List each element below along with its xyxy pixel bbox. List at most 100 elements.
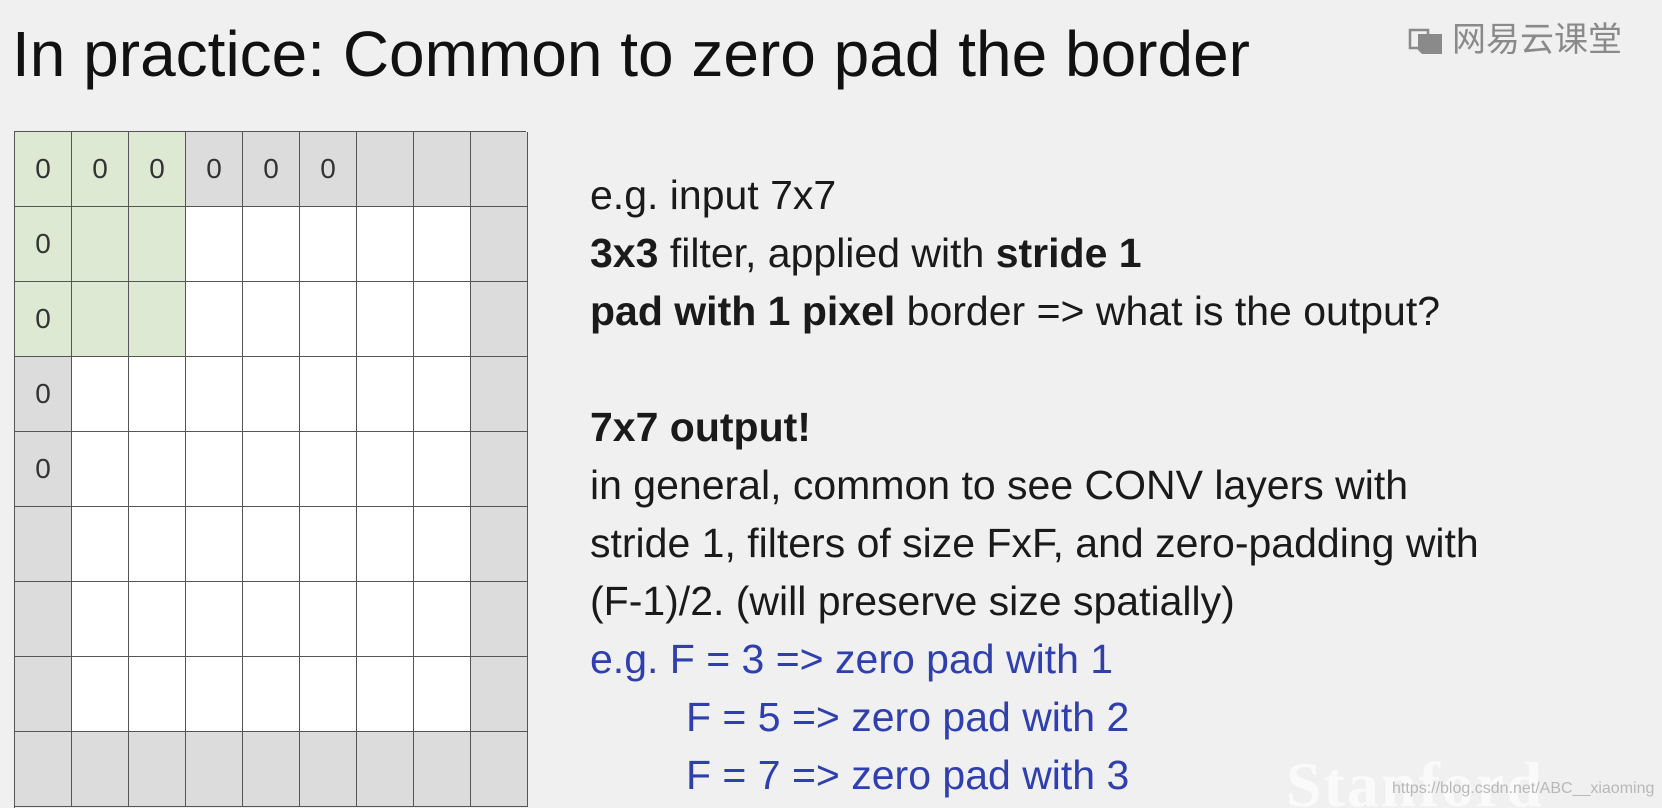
- grid-cell: [471, 132, 528, 207]
- pad-line: pad with 1 pixel border => what is the o…: [590, 282, 1479, 340]
- grid-cell: [129, 507, 186, 582]
- zero-cell: 0: [15, 357, 72, 432]
- grid-cell: [186, 432, 243, 507]
- grid-cell: [414, 582, 471, 657]
- zero-cell: 0: [129, 132, 186, 207]
- source-url: https://blog.csdn.net/ABC__xiaoming: [1392, 780, 1655, 797]
- grid-cell: [300, 282, 357, 357]
- grid-cell: [243, 582, 300, 657]
- grid-cell: [72, 282, 129, 357]
- zero-cell: 0: [243, 132, 300, 207]
- grid-cell: [414, 732, 471, 807]
- grid-cell: [357, 582, 414, 657]
- grid-cell: [243, 357, 300, 432]
- grid-cell: [414, 657, 471, 732]
- example-line-2: F = 5 => zero pad with 2: [686, 694, 1130, 740]
- grid-cell: [129, 207, 186, 282]
- grid-cell: [72, 507, 129, 582]
- grid-cell: [300, 732, 357, 807]
- grid-cell: [129, 432, 186, 507]
- example-line-3: F = 7 => zero pad with 3: [686, 752, 1130, 798]
- grid-cell: [357, 207, 414, 282]
- grid-cell: [471, 357, 528, 432]
- general-line-3: (F-1)/2. (will preserve size spatially): [590, 578, 1235, 624]
- output-answer-line: 7x7 output!: [590, 398, 1479, 456]
- stride-text: stride 1: [995, 230, 1142, 276]
- grid-cell: [471, 432, 528, 507]
- general-line-2: stride 1, filters of size FxF, and zero-…: [590, 520, 1479, 566]
- grid-cell: [186, 507, 243, 582]
- grid-cell: [129, 357, 186, 432]
- zero-cell: 0: [15, 207, 72, 282]
- grid-cell: [414, 432, 471, 507]
- grid-cell: [471, 657, 528, 732]
- grid-cell: [414, 357, 471, 432]
- zero-cell: 0: [72, 132, 129, 207]
- example-line-1: e.g. F = 3 => zero pad with 1: [590, 636, 1114, 682]
- grid-cell: [357, 132, 414, 207]
- grid-cell: [300, 207, 357, 282]
- grid-cell: [300, 657, 357, 732]
- grid-cell: [243, 207, 300, 282]
- grid-cell: [243, 507, 300, 582]
- grid-cell: [186, 207, 243, 282]
- grid-cell: [357, 507, 414, 582]
- grid-cell: [186, 657, 243, 732]
- watermark-text: 网易云课堂: [1452, 21, 1622, 59]
- grid-cell: [471, 582, 528, 657]
- grid-cell: [186, 732, 243, 807]
- grid-cell: [357, 282, 414, 357]
- grid-cell: [186, 282, 243, 357]
- explanation-text: e.g. input 7x7 3x3 filter, applied with …: [590, 166, 1479, 804]
- output-answer-text: 7x7 output!: [590, 404, 811, 450]
- grid-cell: [357, 657, 414, 732]
- grid-cell: [243, 732, 300, 807]
- grid-cell: [72, 357, 129, 432]
- grid-cell: [300, 357, 357, 432]
- stanford-watermark: Stanford: [1286, 749, 1544, 808]
- grid-cell: [129, 657, 186, 732]
- grid-cell: [129, 282, 186, 357]
- grid-cell: [129, 582, 186, 657]
- grid-cell: [72, 207, 129, 282]
- grid-cell: [357, 432, 414, 507]
- grid-cell: [300, 432, 357, 507]
- grid-cell: [414, 132, 471, 207]
- grid-cell: [357, 732, 414, 807]
- grid-cell: [471, 282, 528, 357]
- grid-cell: [300, 582, 357, 657]
- zero-cell: 0: [300, 132, 357, 207]
- grid-cell: [129, 732, 186, 807]
- grid-cell: [15, 507, 72, 582]
- grid-cell: [72, 582, 129, 657]
- grid-cell: [471, 507, 528, 582]
- grid-cell: [15, 657, 72, 732]
- grid-cell: [243, 657, 300, 732]
- grid-cell: [300, 507, 357, 582]
- filter-line: 3x3 filter, applied with stride 1: [590, 224, 1479, 282]
- grid-cell: [357, 357, 414, 432]
- pad-bold-text: pad with 1 pixel: [590, 288, 896, 334]
- zero-cell: 0: [15, 132, 72, 207]
- watermark: 网易云课堂: [1408, 20, 1622, 60]
- grid-cell: [414, 282, 471, 357]
- grid-cell: [15, 732, 72, 807]
- zero-cell: 0: [15, 282, 72, 357]
- zero-cell: 0: [15, 432, 72, 507]
- grid-cell: [186, 582, 243, 657]
- input-size-line: e.g. input 7x7: [590, 172, 837, 218]
- netease-classroom-icon: [1408, 25, 1444, 55]
- grid-cell: [15, 582, 72, 657]
- grid-cell: [414, 507, 471, 582]
- grid-cell: [471, 207, 528, 282]
- grid-cell: [72, 432, 129, 507]
- grid-cell: [72, 657, 129, 732]
- filter-size-text: 3x3: [590, 230, 659, 276]
- grid-cell: [72, 732, 129, 807]
- slide-title: In practice: Common to zero pad the bord…: [12, 18, 1250, 90]
- general-line-1: in general, common to see CONV layers wi…: [590, 462, 1409, 508]
- zero-cell: 0: [186, 132, 243, 207]
- filter-mid-text: filter, applied with: [658, 230, 996, 276]
- grid-cell: [243, 282, 300, 357]
